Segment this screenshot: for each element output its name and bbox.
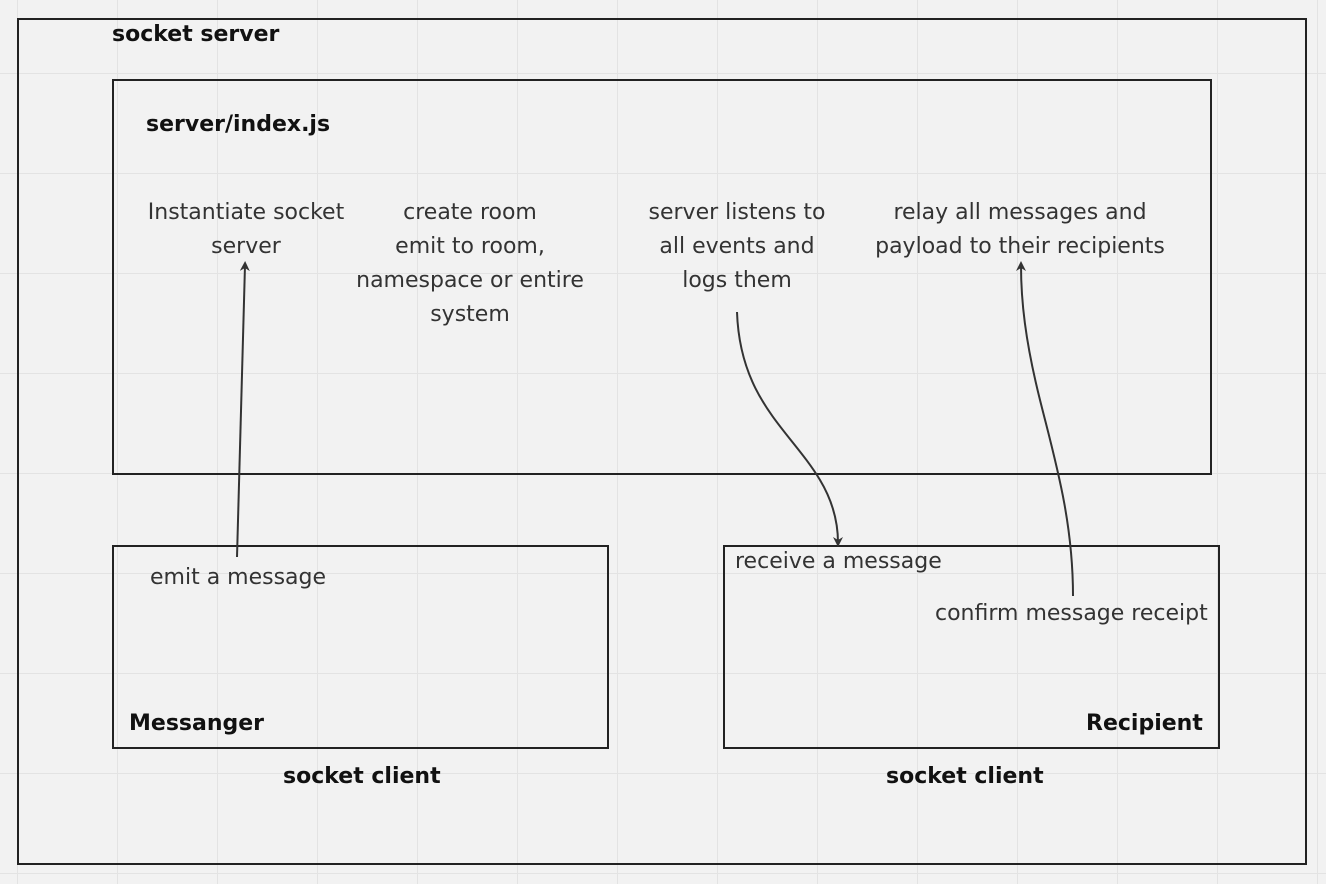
server-index-frame [112, 79, 1212, 475]
step-listen-and-log: server listens to all events and logs th… [648, 200, 826, 293]
messenger-caption: socket client [283, 764, 441, 789]
recipient-confirm: confirm message receipt [935, 601, 1208, 626]
recipient-box [723, 545, 1220, 749]
messenger-action: emit a message [150, 565, 327, 590]
step-create-room: create room emit to room, namespace or e… [356, 200, 584, 327]
server-index-title: server/index.js [146, 112, 331, 137]
socket-server-frame [17, 18, 1307, 865]
messenger-box [112, 545, 609, 749]
step-instantiate-server: Instantiate socket server [147, 200, 345, 259]
messenger-name: Messanger [129, 711, 265, 736]
socket-server-title: socket server [112, 22, 280, 47]
step-relay-messages: relay all messages and payload to their … [875, 200, 1165, 259]
recipient-receive: receive a message [735, 549, 942, 574]
recipient-name: Recipient [1086, 711, 1203, 736]
recipient-caption: socket client [886, 764, 1044, 789]
